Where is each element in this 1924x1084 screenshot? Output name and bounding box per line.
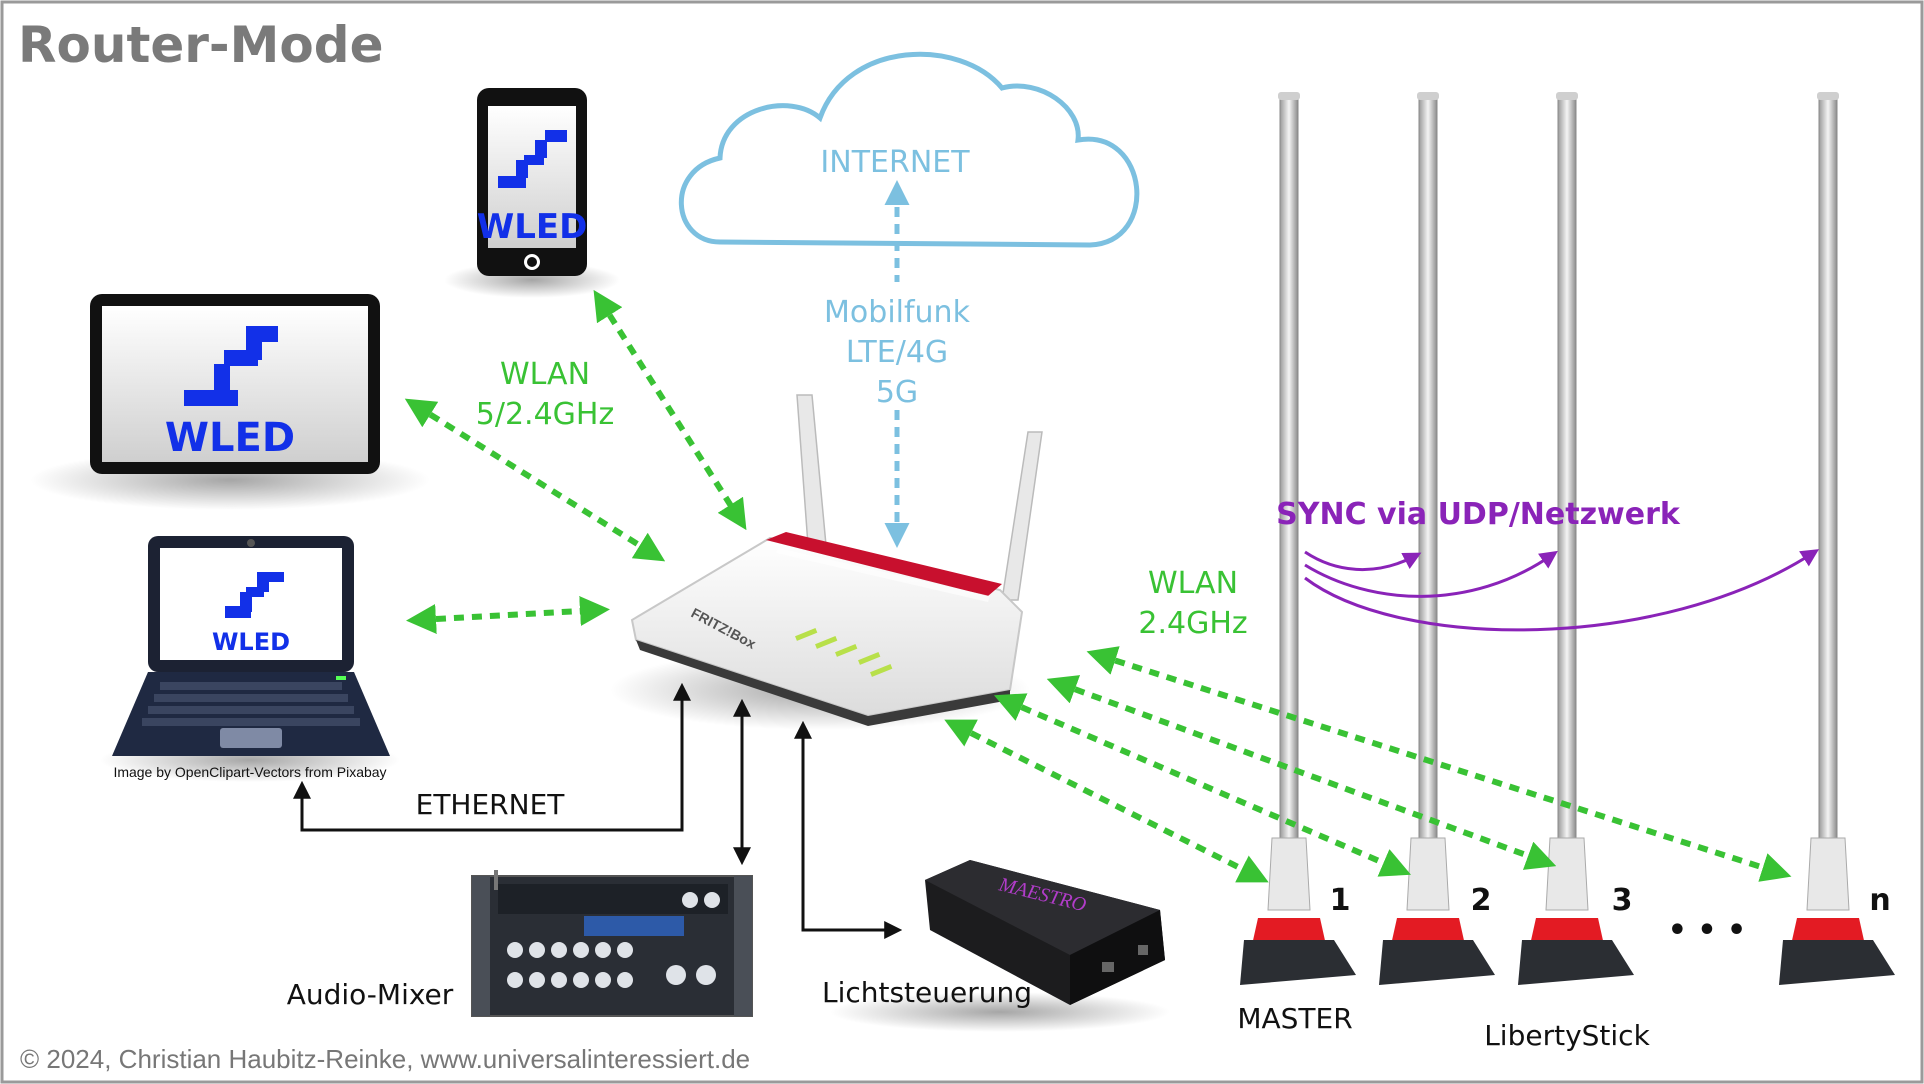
wled-text-phone: WLED bbox=[477, 207, 588, 247]
internet-label: INTERNET bbox=[820, 145, 970, 180]
stick-number-3: 3 bbox=[1612, 883, 1633, 918]
wlan-router-label-2: 5/2.4GHz bbox=[476, 397, 614, 432]
mobile-label-1: Mobilfunk bbox=[824, 295, 971, 330]
wlan-link-laptop bbox=[406, 596, 610, 634]
stick-number-1: 1 bbox=[1330, 883, 1351, 918]
wled-text-laptop: WLED bbox=[212, 628, 290, 656]
wlan-link-stick-3 bbox=[1046, 675, 1557, 870]
wlan-link-stick-n bbox=[1086, 646, 1792, 882]
sync-label: SYNC via UDP/Netzwerk bbox=[1276, 497, 1681, 532]
libertystick-1: 1 bbox=[1240, 92, 1356, 985]
wled-text-tablet: WLED bbox=[165, 415, 295, 461]
tablet-icon: WLED bbox=[30, 294, 430, 510]
libertystick-label: LibertyStick bbox=[1484, 1019, 1650, 1052]
mobile-label-2: LTE/4G bbox=[846, 335, 948, 370]
wlan-link-tablet bbox=[404, 398, 666, 562]
sync-arrow-3 bbox=[1304, 550, 1558, 598]
audio-mixer-icon bbox=[471, 870, 753, 1017]
libertystick-3: 3 bbox=[1518, 92, 1634, 985]
stick-number-2: 2 bbox=[1471, 883, 1492, 918]
wlan-link-stick-1 bbox=[944, 719, 1269, 883]
internet-cloud: INTERNET bbox=[678, 51, 1140, 248]
wlan-link-phone bbox=[593, 289, 747, 531]
ethernet-link-laptop bbox=[293, 682, 691, 832]
master-label: MASTER bbox=[1237, 1002, 1352, 1035]
sync-arrow-2 bbox=[1304, 550, 1422, 572]
copyright: © 2024, Christian Haubitz-Reinke, www.un… bbox=[20, 1044, 750, 1074]
page-title: Router-Mode bbox=[18, 16, 383, 74]
smartphone-icon: WLED bbox=[444, 88, 620, 298]
wlan-stick-label-1: WLAN bbox=[1148, 566, 1238, 601]
audio-mixer-label: Audio-Mixer bbox=[287, 978, 454, 1011]
light-control-label: Lichtsteuerung bbox=[822, 976, 1032, 1009]
libertystick-n: n bbox=[1779, 92, 1895, 985]
router-icon: FRITZ!Box bbox=[610, 394, 1043, 730]
ethernet-link-lightcontrol bbox=[794, 720, 903, 939]
light-control-icon: MAESTRO bbox=[830, 860, 1170, 1032]
mobile-label-3: 5G bbox=[876, 375, 918, 410]
stick-number-n: n bbox=[1869, 883, 1890, 918]
sync-arrow-n bbox=[1304, 549, 1820, 632]
wlan-link-stick-2 bbox=[993, 693, 1412, 877]
libertystick-2: 2 bbox=[1379, 92, 1495, 985]
ethernet-label: ETHERNET bbox=[416, 788, 566, 821]
laptop-icon: WLED bbox=[100, 536, 400, 782]
image-credit: Image by OpenClipart-Vectors from Pixaba… bbox=[113, 764, 386, 780]
wlan-router-label-1: WLAN bbox=[500, 357, 590, 392]
ellipsis: • • • bbox=[1668, 913, 1746, 948]
wlan-stick-label-2: 2.4GHz bbox=[1138, 606, 1247, 641]
